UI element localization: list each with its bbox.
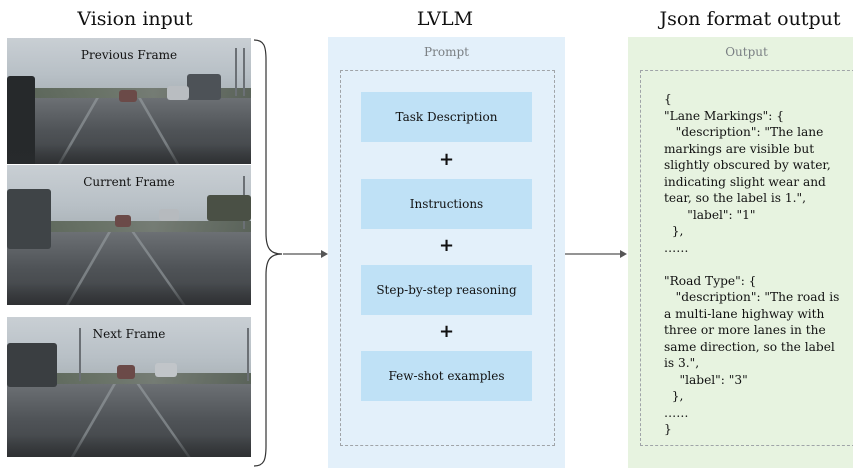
- arrow-to-output: [565, 250, 627, 258]
- output-label: Output: [725, 45, 768, 59]
- arrow-to-lvlm: [283, 250, 328, 258]
- output-container: [640, 70, 853, 446]
- plus-sign: +: [438, 321, 455, 342]
- plus-sign: +: [438, 235, 455, 256]
- frame-label: Current Frame: [83, 175, 175, 189]
- output-panel: Output { "Lane Markings": { "description…: [628, 37, 853, 468]
- json-output-text: { "Lane Markings": { "description": "The…: [664, 92, 840, 436]
- vision-input-title: Vision input: [77, 8, 193, 30]
- instructions-box: Instructions: [361, 179, 532, 229]
- lvlm-title: LVLM: [416, 8, 474, 30]
- prompt-container: [340, 70, 555, 446]
- frame-label: Previous Frame: [80, 48, 178, 62]
- curly-brace: [253, 39, 283, 467]
- previous-frame-image: Previous Frame: [7, 38, 251, 164]
- plus-sign: +: [438, 149, 455, 170]
- lvlm-panel: Prompt Task Description + Instructions +…: [328, 37, 565, 468]
- json-output-title: Json format output: [659, 8, 841, 30]
- step-by-step-reasoning-box: Step-by-step reasoning: [361, 265, 532, 315]
- few-shot-examples-box: Few-shot examples: [361, 351, 532, 401]
- frame-label: Next Frame: [92, 327, 166, 341]
- prompt-label: Prompt: [424, 45, 469, 59]
- next-frame-image: Next Frame: [7, 317, 251, 457]
- current-frame-image: Current Frame: [7, 165, 251, 305]
- task-description-box: Task Description: [361, 92, 532, 142]
